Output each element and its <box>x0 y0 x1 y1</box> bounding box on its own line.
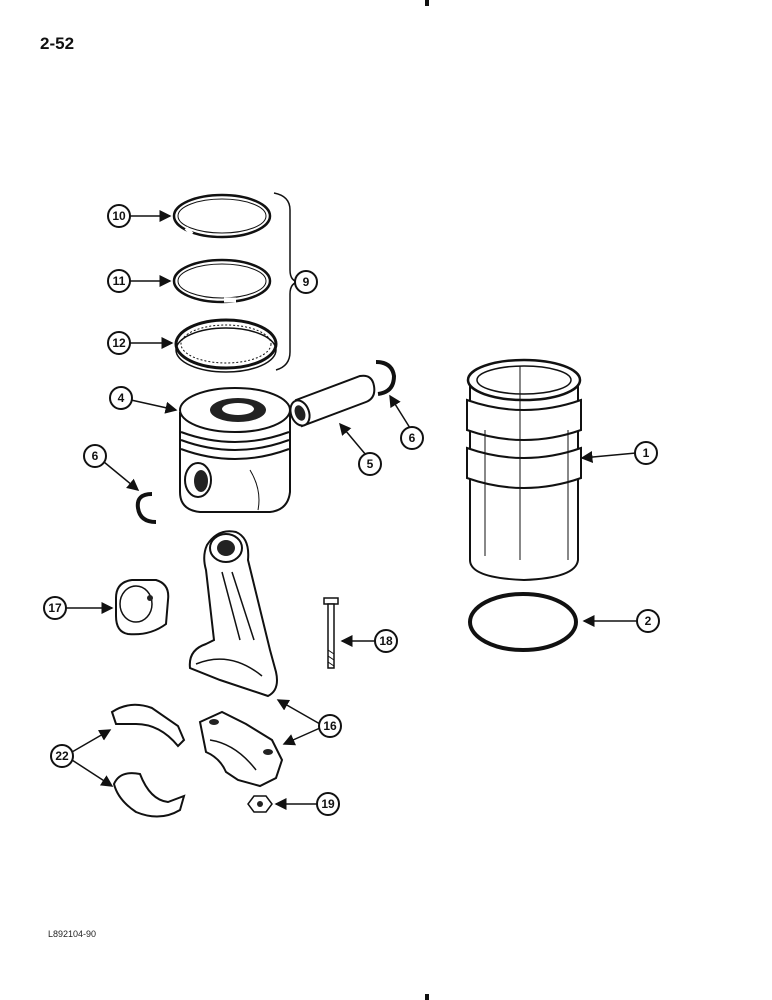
connecting-rod-bolt <box>323 597 339 669</box>
piston-pin-bushing <box>115 579 170 636</box>
callout-label: 11 <box>113 274 126 288</box>
cylinder-sleeve <box>466 358 582 582</box>
callout-6-right: 6 <box>400 426 424 450</box>
piston-ring-top <box>172 193 272 239</box>
callout-22: 22 <box>50 744 74 768</box>
oil-control-ring <box>174 318 278 373</box>
bearing-shell-lower <box>112 772 186 818</box>
callout-label: 6 <box>409 431 416 445</box>
registration-mark-bottom <box>425 994 429 1000</box>
registration-mark-top <box>425 0 429 6</box>
callout-19: 19 <box>316 792 340 816</box>
callout-label: 18 <box>379 634 393 648</box>
callout-9: 9 <box>294 270 318 294</box>
piston <box>179 387 291 513</box>
connecting-rod-nut <box>247 795 273 813</box>
callout-10: 10 <box>107 204 131 228</box>
callout-17: 17 <box>43 596 67 620</box>
callout-6-left: 6 <box>83 444 107 468</box>
callout-label: 2 <box>645 614 652 628</box>
piston-pin <box>289 374 376 428</box>
callout-16: 16 <box>318 714 342 738</box>
o-ring <box>468 592 578 652</box>
snap-ring-left <box>135 492 157 524</box>
callout-label: 9 <box>303 275 310 289</box>
callout-label: 16 <box>323 719 337 733</box>
snap-ring-right <box>375 360 397 396</box>
callout-label: 4 <box>118 391 125 405</box>
piston-ring-second <box>172 258 272 304</box>
callout-1: 1 <box>634 441 658 465</box>
callout-11: 11 <box>107 269 131 293</box>
leader-lines <box>66 210 638 810</box>
callout-label: 12 <box>112 336 126 350</box>
callout-18: 18 <box>374 629 398 653</box>
callout-label: 17 <box>48 601 62 615</box>
callout-4: 4 <box>109 386 133 410</box>
figure-code: L892104-90 <box>48 929 97 939</box>
callout-label: 10 <box>112 209 126 223</box>
connecting-rod <box>188 530 278 698</box>
callout-5: 5 <box>358 452 382 476</box>
callout-label: 19 <box>321 797 335 811</box>
callout-12: 12 <box>107 331 131 355</box>
callout-label: 1 <box>643 446 650 460</box>
connecting-rod-cap <box>198 710 284 788</box>
callout-label: 5 <box>367 457 374 471</box>
page-number: 2-52 <box>40 34 75 53</box>
callout-label: 22 <box>55 749 69 763</box>
callout-label: 6 <box>92 449 99 463</box>
bearing-shell-upper <box>110 703 186 748</box>
callout-2: 2 <box>636 609 660 633</box>
